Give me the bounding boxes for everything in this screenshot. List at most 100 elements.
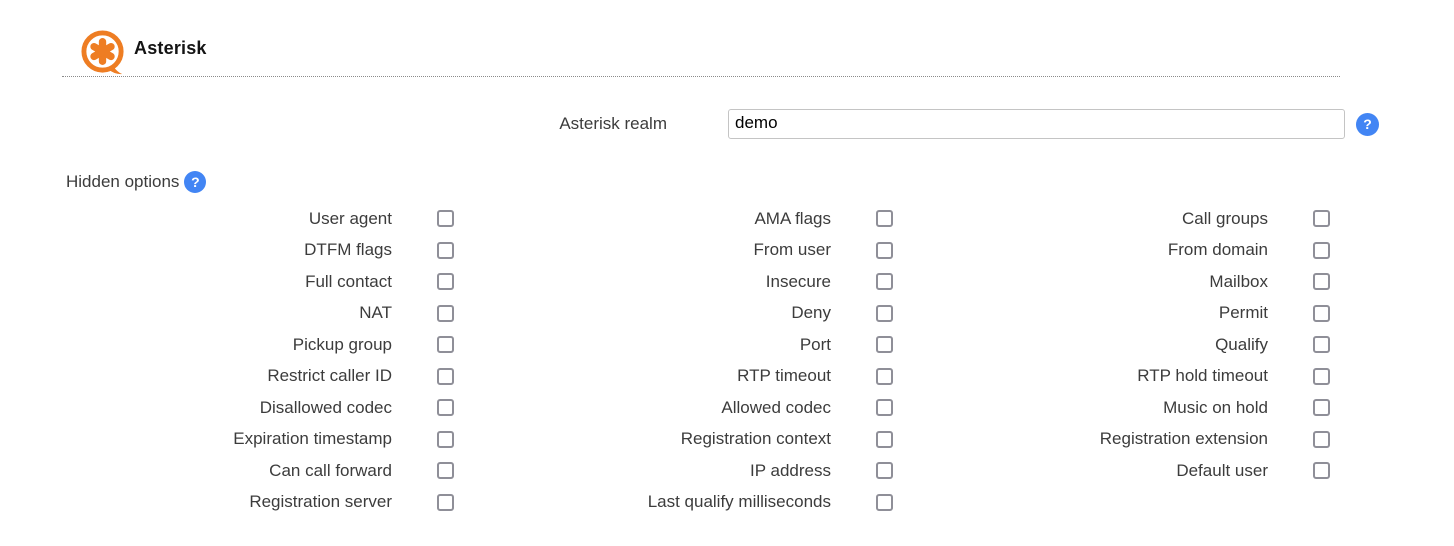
hidden-option-checkbox[interactable] bbox=[1313, 241, 1330, 259]
hidden-option-checkbox[interactable] bbox=[1313, 367, 1330, 385]
page-header: Asterisk bbox=[62, 0, 1340, 77]
hidden-option-label: Default user bbox=[1176, 460, 1268, 480]
hidden-option-row: Pickup group bbox=[0, 329, 454, 361]
hidden-option-label: Registration extension bbox=[1099, 429, 1268, 449]
hidden-option-checkbox[interactable] bbox=[437, 399, 454, 417]
hidden-options-column-1: User agent DTFM flags Full contact NAT P… bbox=[0, 203, 454, 518]
hidden-option-row: DTFM flags bbox=[0, 235, 454, 267]
hidden-option-label: Call groups bbox=[1182, 208, 1268, 228]
hidden-option-label: Restrict caller ID bbox=[267, 366, 392, 386]
hidden-option-row: Registration context bbox=[454, 424, 893, 456]
hidden-option-row: Allowed codec bbox=[454, 392, 893, 424]
hidden-option-row: From domain bbox=[893, 235, 1330, 267]
hidden-option-row: Deny bbox=[454, 298, 893, 330]
hidden-option-label: Pickup group bbox=[292, 334, 392, 354]
hidden-option-label: IP address bbox=[750, 460, 831, 480]
hidden-option-row: Default user bbox=[893, 455, 1330, 487]
hidden-option-row: IP address bbox=[454, 455, 893, 487]
hidden-options-column-2: AMA flags From user Insecure Deny Port R… bbox=[454, 203, 893, 518]
asterisk-realm-row: Asterisk realm ? bbox=[0, 109, 1454, 139]
hidden-option-checkbox[interactable] bbox=[876, 493, 893, 511]
hidden-option-checkbox[interactable] bbox=[1313, 273, 1330, 291]
hidden-option-row: Insecure bbox=[454, 266, 893, 298]
hidden-option-label: From domain bbox=[1167, 240, 1268, 260]
hidden-option-row: Can call forward bbox=[0, 455, 454, 487]
asterisk-realm-label: Asterisk realm bbox=[559, 114, 667, 133]
hidden-option-label: Disallowed codec bbox=[259, 397, 392, 417]
hidden-options-label: Hidden options bbox=[66, 172, 180, 191]
hidden-option-row: Call groups bbox=[893, 203, 1330, 235]
hidden-option-row: Registration server bbox=[0, 487, 454, 519]
hidden-option-label: Deny bbox=[791, 303, 831, 323]
hidden-option-label: Allowed codec bbox=[721, 397, 831, 417]
hidden-option-checkbox[interactable] bbox=[1313, 336, 1330, 354]
hidden-option-checkbox[interactable] bbox=[876, 273, 893, 291]
hidden-option-label: Mailbox bbox=[1209, 271, 1268, 291]
hidden-option-row: Music on hold bbox=[893, 392, 1330, 424]
hidden-option-checkbox[interactable] bbox=[437, 241, 454, 259]
hidden-option-label: Insecure bbox=[765, 271, 831, 291]
hidden-option-label: RTP timeout bbox=[737, 366, 831, 386]
hidden-option-label: Expiration timestamp bbox=[233, 429, 392, 449]
hidden-option-label: Last qualify milliseconds bbox=[647, 492, 831, 512]
hidden-option-checkbox[interactable] bbox=[437, 336, 454, 354]
hidden-option-row: Restrict caller ID bbox=[0, 361, 454, 393]
hidden-option-checkbox[interactable] bbox=[876, 304, 893, 322]
hidden-option-row: Mailbox bbox=[893, 266, 1330, 298]
hidden-option-checkbox[interactable] bbox=[1313, 462, 1330, 480]
hidden-option-checkbox[interactable] bbox=[437, 462, 454, 480]
hidden-option-label: Registration context bbox=[680, 429, 831, 449]
hidden-option-checkbox[interactable] bbox=[876, 462, 893, 480]
hidden-option-row: AMA flags bbox=[454, 203, 893, 235]
hidden-option-label: NAT bbox=[359, 303, 392, 323]
hidden-options-header: Hidden options ? bbox=[66, 171, 1454, 193]
asterisk-settings-page: Asterisk Asterisk realm ? Hidden options… bbox=[0, 0, 1454, 518]
hidden-option-label: DTFM flags bbox=[304, 240, 392, 260]
hidden-option-checkbox[interactable] bbox=[1313, 210, 1330, 228]
hidden-option-row: Port bbox=[454, 329, 893, 361]
hidden-option-checkbox[interactable] bbox=[437, 493, 454, 511]
hidden-option-row: User agent bbox=[0, 203, 454, 235]
page-title: Asterisk bbox=[134, 38, 207, 58]
hidden-option-checkbox[interactable] bbox=[1313, 430, 1330, 448]
hidden-option-row: NAT bbox=[0, 298, 454, 330]
hidden-option-row: Disallowed codec bbox=[0, 392, 454, 424]
hidden-option-row: Permit bbox=[893, 298, 1330, 330]
hidden-option-checkbox[interactable] bbox=[1313, 304, 1330, 322]
asterisk-logo-icon bbox=[80, 29, 127, 76]
hidden-option-label: User agent bbox=[308, 208, 392, 228]
hidden-option-checkbox[interactable] bbox=[437, 273, 454, 291]
hidden-option-label: From user bbox=[753, 240, 831, 260]
hidden-option-checkbox[interactable] bbox=[437, 367, 454, 385]
hidden-option-checkbox[interactable] bbox=[437, 304, 454, 322]
hidden-options-column-3: Call groups From domain Mailbox Permit Q… bbox=[893, 203, 1330, 487]
hidden-option-label: Port bbox=[799, 334, 831, 354]
hidden-option-label: Qualify bbox=[1215, 334, 1268, 354]
hidden-option-checkbox[interactable] bbox=[876, 336, 893, 354]
hidden-option-row: Full contact bbox=[0, 266, 454, 298]
hidden-option-label: Full contact bbox=[305, 271, 392, 291]
hidden-option-row: Registration extension bbox=[893, 424, 1330, 456]
hidden-option-row: RTP hold timeout bbox=[893, 361, 1330, 393]
hidden-option-row: From user bbox=[454, 235, 893, 267]
hidden-options-grid: User agent DTFM flags Full contact NAT P… bbox=[0, 203, 1454, 518]
hidden-option-checkbox[interactable] bbox=[876, 367, 893, 385]
hidden-option-label: AMA flags bbox=[754, 208, 831, 228]
hidden-option-row: RTP timeout bbox=[454, 361, 893, 393]
hidden-option-checkbox[interactable] bbox=[876, 210, 893, 228]
hidden-option-row: Expiration timestamp bbox=[0, 424, 454, 456]
hidden-option-checkbox[interactable] bbox=[437, 430, 454, 448]
realm-help-icon[interactable]: ? bbox=[1356, 112, 1379, 136]
hidden-options-help-icon[interactable]: ? bbox=[184, 171, 207, 193]
hidden-option-checkbox[interactable] bbox=[876, 399, 893, 417]
asterisk-realm-input[interactable] bbox=[728, 109, 1345, 139]
hidden-option-row: Last qualify milliseconds bbox=[454, 487, 893, 519]
hidden-option-checkbox[interactable] bbox=[1313, 399, 1330, 417]
hidden-option-checkbox[interactable] bbox=[876, 241, 893, 259]
hidden-option-label: Can call forward bbox=[269, 460, 392, 480]
hidden-option-checkbox[interactable] bbox=[876, 430, 893, 448]
hidden-option-checkbox[interactable] bbox=[437, 210, 454, 228]
hidden-option-label: Music on hold bbox=[1163, 397, 1268, 417]
hidden-option-label: Registration server bbox=[249, 492, 392, 512]
hidden-option-label: RTP hold timeout bbox=[1137, 366, 1268, 386]
